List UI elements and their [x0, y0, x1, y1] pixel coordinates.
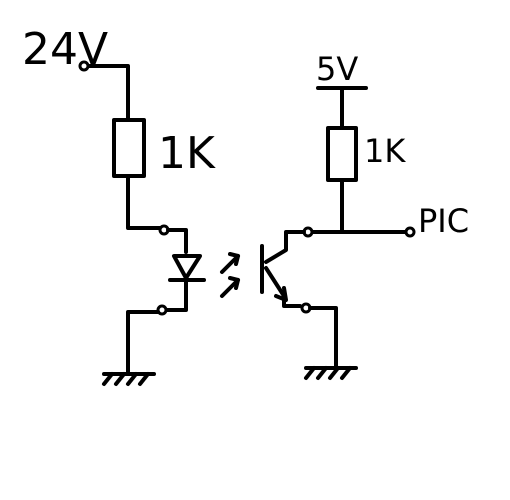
output-terminal-icon: [404, 226, 416, 238]
output-ground-wire: [308, 306, 338, 368]
input-supply-terminal-icon: [78, 60, 90, 72]
output-ground-icon: [304, 366, 358, 380]
output-supply-label: 5V: [316, 50, 358, 88]
input-supply-wire: [82, 64, 130, 122]
input-ground-icon: [102, 372, 156, 386]
led-anode-wire: [166, 228, 188, 254]
input-resistor-label: 1K: [158, 128, 216, 179]
input-resistor-to-led-wire: [126, 174, 162, 230]
output-terminal-label: PIC: [418, 202, 469, 240]
optocoupler-light-arrows-icon: [220, 252, 240, 298]
npn-phototransistor-icon: [260, 230, 306, 308]
led-diode-icon: [168, 254, 206, 282]
input-ground-wire: [126, 310, 160, 374]
input-resistor-icon: [112, 118, 146, 178]
output-resistor-label: 1K: [364, 132, 406, 170]
output-resistor-icon: [326, 126, 358, 182]
led-cathode-wire: [164, 278, 188, 312]
